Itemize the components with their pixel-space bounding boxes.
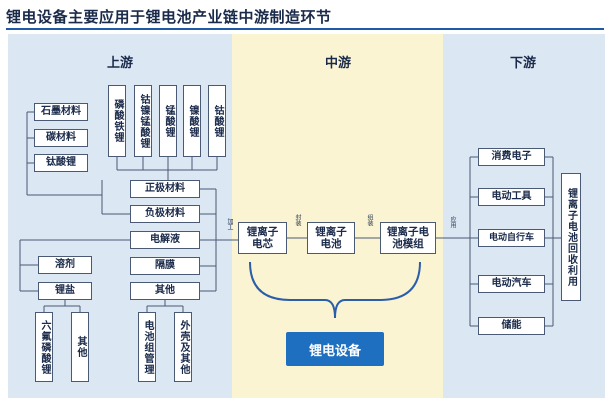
midstream-heading: 中游 — [324, 56, 351, 71]
electrolyte-box: 电解液 — [130, 231, 200, 249]
lmo-box: 锰酸锂 — [159, 85, 177, 157]
lco-label: 钴酸锂 — [212, 104, 223, 138]
salt-other-box: 其他 — [71, 312, 89, 382]
downstream-heading: 下游 — [509, 56, 536, 71]
consumer-electronics-box: 消费电子 — [478, 148, 545, 166]
salt-other-label: 其他 — [75, 336, 86, 358]
electric-vehicle-box: 电动汽车 — [478, 275, 545, 293]
lipf6-box: 六氟磷酸锂 — [35, 312, 53, 382]
lipf6-label: 六氟磷酸锂 — [39, 319, 50, 375]
page-title: 锂电设备主要应用于锂电池产业链中游制造环节 — [6, 8, 332, 26]
assemble-label: 组装 — [366, 214, 373, 226]
lmo-label: 锰酸锂 — [163, 104, 174, 138]
lithium-titanate-box: 钛酸锂 — [34, 154, 88, 172]
li-ion-module-box: 锂离子电池模组 — [380, 222, 436, 254]
solvent-box: 溶剂 — [38, 256, 92, 274]
carbon-material-box: 碳材料 — [34, 129, 88, 147]
lno-label: 镍酸锂 — [187, 104, 198, 138]
bms-label: 电池组管理 — [142, 319, 153, 375]
ncm-box: 钴镍锰酸锂 — [134, 85, 152, 157]
bms-box: 电池组管理 — [138, 312, 156, 382]
graphite-material-box: 石墨材料 — [34, 103, 88, 121]
process-label: 加工 — [226, 218, 233, 230]
casing-box: 外壳及其他 — [174, 312, 192, 382]
apply-label: 应用 — [449, 216, 456, 228]
li-battery-equipment-box: 锂电设备 — [286, 332, 384, 366]
upstream-heading: 上游 — [106, 56, 133, 71]
ncm-label: 钴镍锰酸锂 — [138, 93, 149, 149]
lfp-label: 磷酸铁锂 — [112, 99, 123, 143]
anode-material-box: 负极材料 — [130, 205, 200, 223]
casing-label: 外壳及其他 — [178, 319, 189, 375]
li-ion-cell-box: 锂离子电芯 — [238, 222, 287, 254]
lfp-box: 磷酸铁锂 — [108, 85, 126, 157]
lno-box: 镍酸锂 — [183, 85, 201, 157]
recycling-box: 锂离子电池回收利用 — [561, 173, 581, 301]
e-bike-box: 电动自行车 — [478, 229, 545, 247]
lco-box: 钴酸锂 — [208, 85, 226, 157]
lithium-salt-box: 锂盐 — [38, 282, 92, 300]
cathode-material-box: 正极材料 — [130, 180, 200, 198]
separator-box: 隔膜 — [130, 257, 200, 275]
title-underline — [6, 28, 604, 30]
energy-storage-box: 储能 — [478, 317, 545, 335]
power-tools-box: 电动工具 — [478, 188, 545, 206]
other-component-box: 其他 — [130, 282, 200, 300]
package-label: 封装 — [294, 214, 301, 226]
li-ion-battery-box: 锂离子电池 — [307, 222, 355, 254]
recycling-label: 锂离子电池回收利用 — [565, 187, 577, 287]
